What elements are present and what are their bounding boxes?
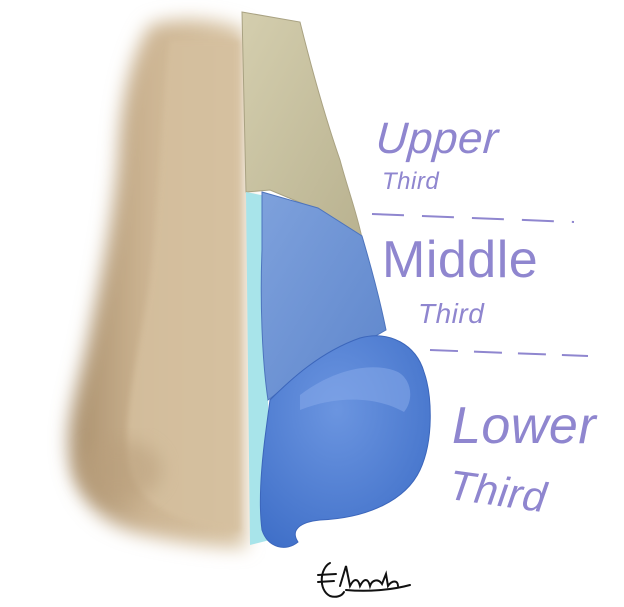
middle-third-label: Third — [418, 300, 484, 328]
middle-lower-divider — [430, 350, 588, 356]
upper-middle-divider — [372, 214, 574, 222]
nose-skin-half — [69, 19, 246, 548]
upper-third-label: Third — [382, 170, 439, 194]
upper-label: Upper — [374, 117, 499, 161]
lower-label: Lower — [452, 400, 596, 452]
artist-signature — [318, 563, 410, 597]
middle-label: Middle — [382, 234, 538, 286]
